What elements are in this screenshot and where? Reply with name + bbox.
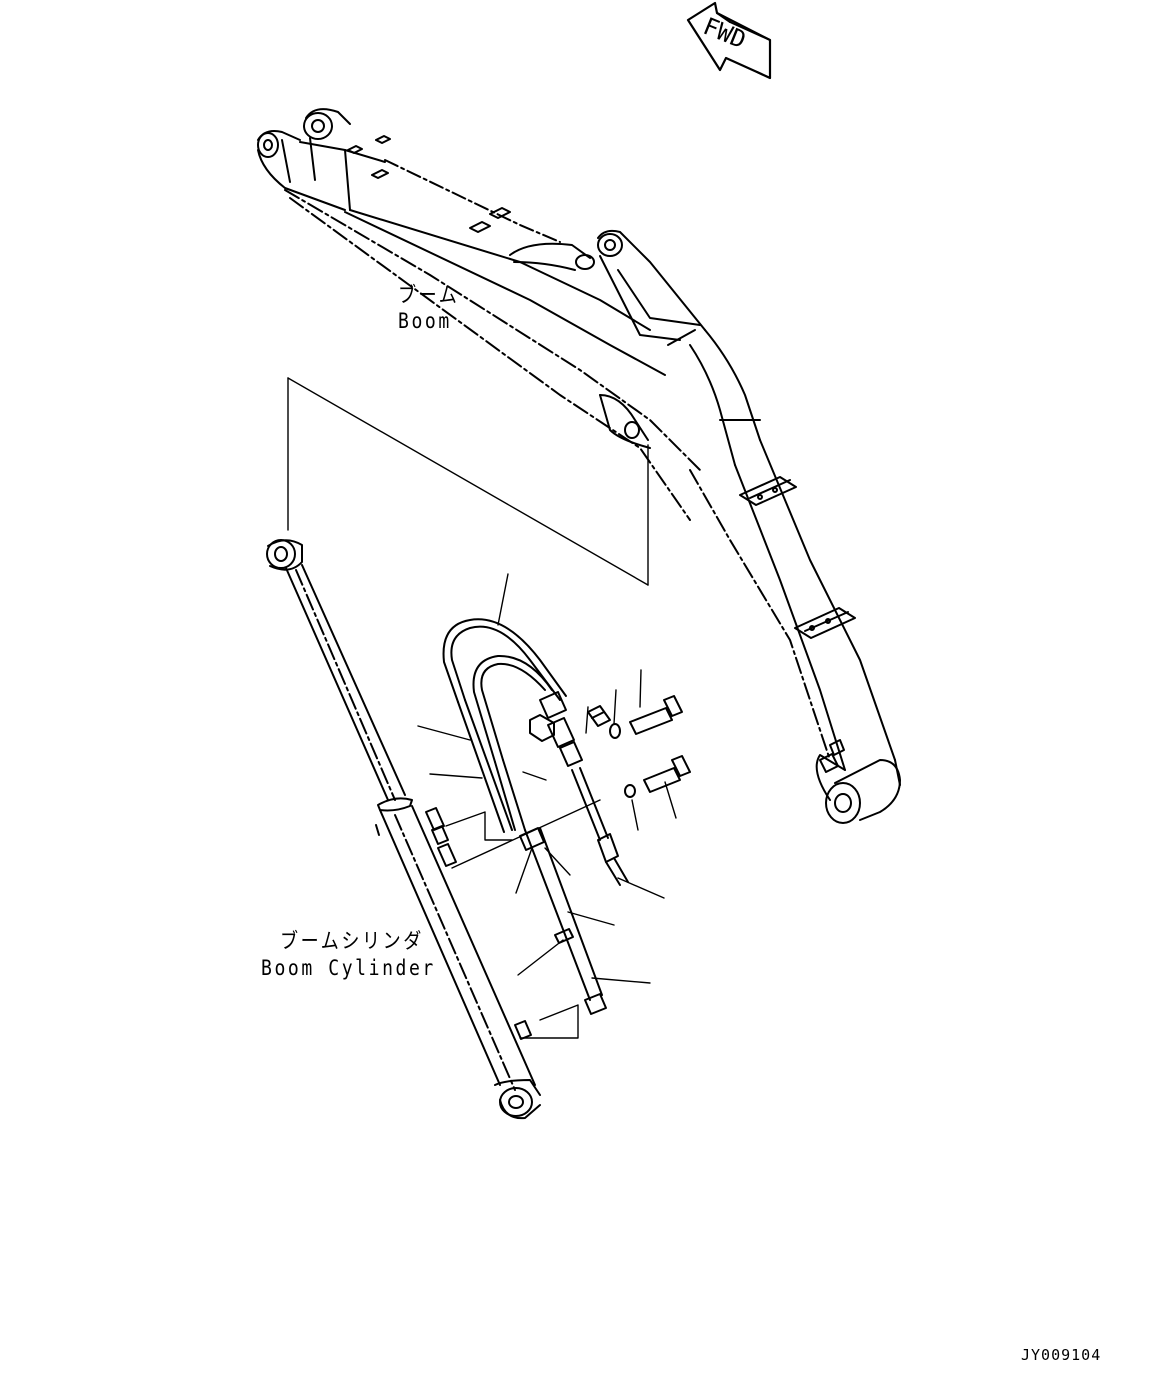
fwd-arrow-icon: FWD xyxy=(686,1,772,80)
boom-cylinder-label-jp: ブームシリンダ xyxy=(280,929,424,953)
boom-label-jp: ブーム xyxy=(398,283,460,307)
boom-label-en: Boom xyxy=(398,309,452,333)
callout-lines xyxy=(417,573,677,984)
leader-lines xyxy=(287,377,649,586)
hose-assembly-icon xyxy=(442,618,691,1039)
drawing-code: JY009104 xyxy=(1021,1346,1102,1364)
boom-cylinder-icon xyxy=(266,539,541,1120)
boom-icon xyxy=(257,108,901,824)
boom-cylinder-label-en: Boom Cylinder xyxy=(261,956,436,980)
